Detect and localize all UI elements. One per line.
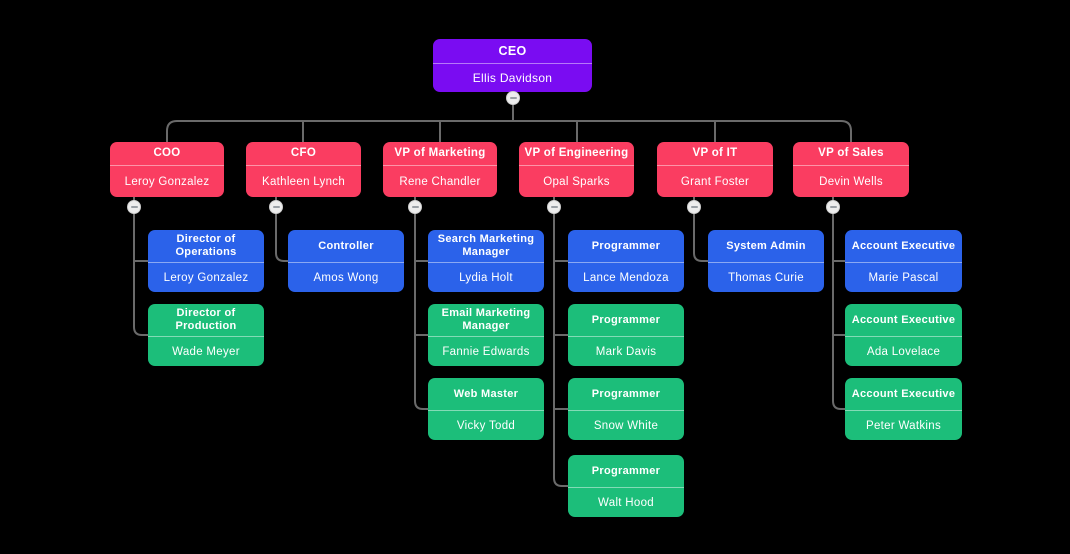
org-node-email-marketing-manager[interactable]: Email Marketing Manager Fannie Edwards (428, 304, 544, 366)
node-person-name: Snow White (593, 419, 659, 432)
node-person-name: Thomas Curie (728, 271, 804, 284)
minus-icon (130, 206, 138, 208)
node-title: Programmer (568, 230, 684, 263)
collapse-toggle-vp-marketing[interactable] (408, 200, 422, 214)
org-node-account-executive-3[interactable]: Account Executive Peter Watkins (845, 378, 962, 440)
org-node-vp-engineering[interactable]: VP of Engineering Opal Sparks (519, 142, 634, 197)
node-title: VP of Marketing (383, 142, 497, 166)
node-title: Web Master (428, 378, 544, 411)
connector-path (166, 120, 852, 142)
node-title: Account Executive (845, 378, 962, 411)
org-node-web-master[interactable]: Web Master Vicky Todd (428, 378, 544, 440)
node-person-name: Peter Watkins (865, 419, 942, 432)
org-node-vp-sales[interactable]: VP of Sales Devin Wells (793, 142, 909, 197)
org-node-cfo[interactable]: CFO Kathleen Lynch (246, 142, 361, 197)
org-node-search-marketing-manager[interactable]: Search Marketing Manager Lydia Holt (428, 230, 544, 292)
org-node-director-of-operations[interactable]: Director of Operations Leroy Gonzalez (148, 230, 264, 292)
org-node-programmer-3[interactable]: Programmer Snow White (568, 378, 684, 440)
org-node-programmer-2[interactable]: Programmer Mark Davis (568, 304, 684, 366)
node-person-name: Amos Wong (313, 271, 379, 284)
org-node-system-admin[interactable]: System Admin Thomas Curie (708, 230, 824, 292)
node-person-name: Rene Chandler (399, 175, 481, 188)
org-node-controller[interactable]: Controller Amos Wong (288, 230, 404, 292)
node-person-name: Kathleen Lynch (261, 175, 346, 188)
org-node-account-executive-1[interactable]: Account Executive Marie Pascal (845, 230, 962, 292)
connector-path (302, 121, 716, 142)
node-title: VP of IT (657, 142, 773, 166)
org-node-programmer-1[interactable]: Programmer Lance Mendoza (568, 230, 684, 292)
node-person-name: Devin Wells (819, 175, 883, 188)
node-person-name: Ada Lovelace (866, 345, 941, 358)
node-person-name: Mark Davis (595, 345, 657, 358)
node-person-name: Marie Pascal (868, 271, 939, 284)
node-title: Controller (288, 230, 404, 263)
minus-icon (509, 97, 517, 99)
node-title: CFO (246, 142, 361, 166)
node-title: CEO (433, 39, 592, 64)
node-title: System Admin (708, 230, 824, 263)
connector-path (414, 197, 428, 410)
collapse-toggle-coo[interactable] (127, 200, 141, 214)
node-person-name: Opal Sparks (543, 175, 610, 188)
minus-icon (272, 206, 280, 208)
connector-path (133, 197, 148, 336)
node-title: Programmer (568, 455, 684, 488)
node-title: Account Executive (845, 230, 962, 263)
node-person-name: Ellis Davidson (472, 71, 553, 85)
collapse-toggle-vp-it[interactable] (687, 200, 701, 214)
org-node-vp-marketing[interactable]: VP of Marketing Rene Chandler (383, 142, 497, 197)
node-person-name: Leroy Gonzalez (124, 175, 210, 188)
node-title: COO (110, 142, 224, 166)
node-person-name: Lance Mendoza (583, 271, 669, 284)
node-title: VP of Sales (793, 142, 909, 166)
connector-path (553, 197, 568, 487)
connector-path (832, 197, 845, 410)
node-person-name: Leroy Gonzalez (163, 271, 249, 284)
collapse-toggle-vp-engineering[interactable] (547, 200, 561, 214)
minus-icon (411, 206, 419, 208)
org-node-programmer-4[interactable]: Programmer Walt Hood (568, 455, 684, 517)
node-title: Programmer (568, 378, 684, 411)
collapse-toggle-cfo[interactable] (269, 200, 283, 214)
node-person-name: Fannie Edwards (442, 345, 530, 358)
minus-icon (550, 206, 558, 208)
node-title: Director of Operations (148, 230, 264, 263)
org-node-coo[interactable]: COO Leroy Gonzalez (110, 142, 224, 197)
node-title: Account Executive (845, 304, 962, 337)
minus-icon (829, 206, 837, 208)
org-node-account-executive-2[interactable]: Account Executive Ada Lovelace (845, 304, 962, 366)
org-node-director-of-production[interactable]: Director of Production Wade Meyer (148, 304, 264, 366)
node-title: Email Marketing Manager (428, 304, 544, 337)
minus-icon (690, 206, 698, 208)
node-title: Search Marketing Manager (428, 230, 544, 263)
collapse-toggle-vp-sales[interactable] (826, 200, 840, 214)
node-title: VP of Engineering (519, 142, 634, 166)
node-person-name: Lydia Holt (459, 271, 513, 284)
node-person-name: Wade Meyer (172, 345, 240, 358)
node-person-name: Vicky Todd (456, 419, 516, 432)
node-title: Programmer (568, 304, 684, 337)
node-title: Director of Production (148, 304, 264, 337)
org-node-vp-it[interactable]: VP of IT Grant Foster (657, 142, 773, 197)
node-person-name: Grant Foster (680, 175, 750, 188)
node-person-name: Walt Hood (598, 496, 654, 509)
collapse-toggle-ceo[interactable] (506, 91, 520, 105)
org-node-ceo[interactable]: CEO Ellis Davidson (433, 39, 592, 92)
